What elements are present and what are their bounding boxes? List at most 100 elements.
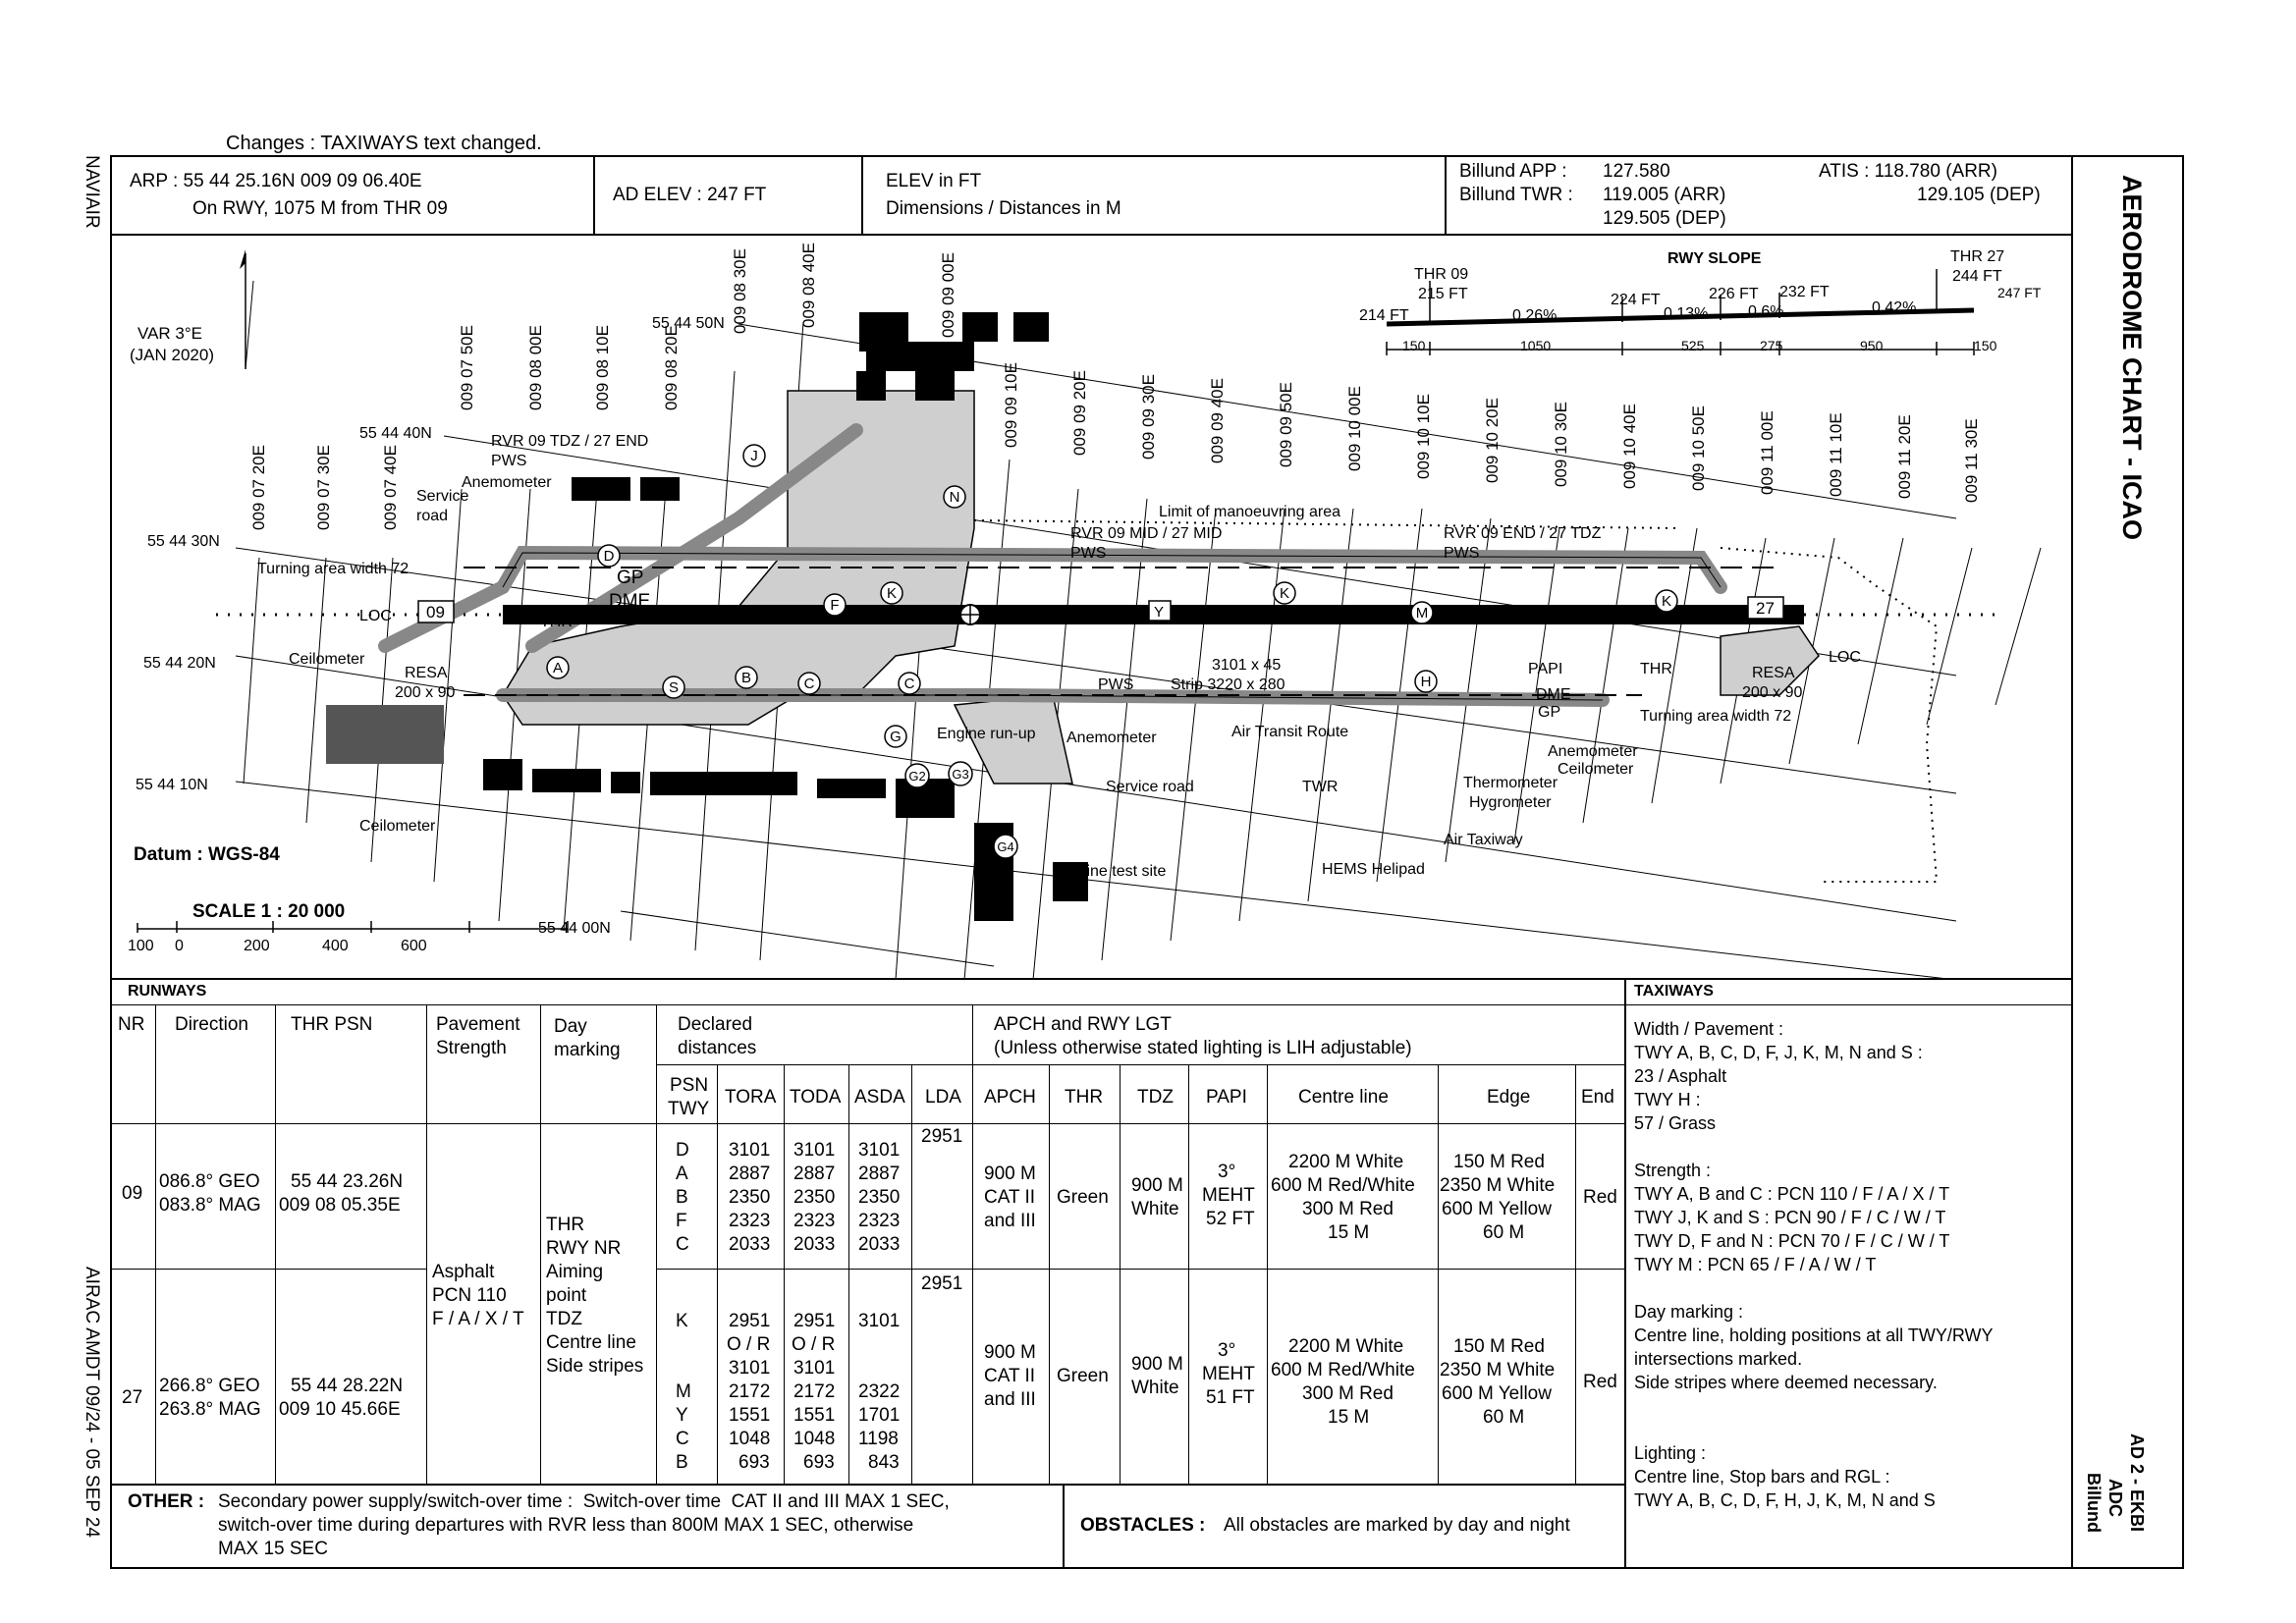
col-line bbox=[1049, 1064, 1050, 1484]
twy-m: M bbox=[1416, 605, 1429, 622]
lon-label: 009 08 20E bbox=[662, 325, 681, 410]
slope-thr27-label: THR 27 bbox=[1950, 248, 2005, 265]
lon-line bbox=[1995, 547, 2042, 706]
col-line bbox=[1438, 1064, 1439, 1484]
lon-label: 009 10 00E bbox=[1345, 386, 1364, 471]
thr-label: THR bbox=[540, 614, 573, 630]
lat-label: 55 44 10N bbox=[136, 777, 208, 793]
lat-line-00n bbox=[620, 910, 995, 967]
slope-elev: 226 FT bbox=[1709, 286, 1759, 302]
rwy09-toda: 2887 bbox=[793, 1163, 836, 1184]
rwy27-toda: 693 bbox=[803, 1452, 835, 1473]
subheader-line bbox=[656, 1064, 1624, 1065]
hdr-pavement: Pavement bbox=[436, 1014, 520, 1035]
ceilometer-label: Ceilometer bbox=[289, 651, 365, 668]
runways-title: RUNWAYS bbox=[128, 983, 207, 1000]
dme-east-label: DME bbox=[1536, 686, 1571, 703]
north-arrow-icon bbox=[240, 249, 246, 269]
col-line bbox=[656, 1004, 657, 1484]
twy-s-circle bbox=[662, 676, 685, 699]
slope-grad: 0.42% bbox=[1872, 299, 1917, 316]
rwy27-toda: 1551 bbox=[793, 1405, 836, 1426]
service-road-label: Service bbox=[416, 488, 469, 505]
rwy09-asda: 2887 bbox=[858, 1163, 901, 1184]
rwy27-tora: O / R bbox=[727, 1334, 771, 1355]
taxiway-info-line: Centre line, Stop bars and RGL : bbox=[1634, 1467, 1890, 1487]
rwy27-tdz: 900 M bbox=[1131, 1354, 1183, 1375]
hygrometer-label: Hygrometer bbox=[1469, 794, 1552, 811]
lon-label: 009 10 50E bbox=[1689, 406, 1708, 491]
lon-label: 009 08 10E bbox=[593, 325, 612, 410]
rwy27-toda: 2172 bbox=[793, 1381, 836, 1402]
arp-line2: On RWY, 1075 M from THR 09 bbox=[192, 198, 448, 219]
rwy-slope-title: RWY SLOPE bbox=[1667, 250, 1762, 267]
arp-line1: ARP : 55 44 25.16N 009 09 06.40E bbox=[130, 171, 422, 191]
col-line bbox=[540, 1004, 541, 1484]
hdr-tdz: TDZ bbox=[1137, 1087, 1174, 1108]
taxiway-info-line: TWY A, B, C, D, F, H, J, K, M, N and S bbox=[1634, 1490, 1936, 1510]
hdr-pavement2: Strength bbox=[436, 1038, 507, 1058]
taxiway-info-line: Strength : bbox=[1634, 1161, 1712, 1180]
rwy09-toda: 3101 bbox=[793, 1140, 836, 1161]
rwy27-twy: Y bbox=[676, 1405, 688, 1426]
scale-tick-100: 100 bbox=[128, 938, 154, 954]
lon-label: 009 07 40E bbox=[381, 445, 400, 530]
col-line bbox=[972, 1004, 973, 1484]
hdr-day: Day bbox=[554, 1016, 587, 1037]
pws-end-label: PWS bbox=[1444, 545, 1480, 562]
building bbox=[1053, 862, 1088, 901]
rwy09-centre: 300 M Red bbox=[1302, 1199, 1394, 1219]
rwy09-papi: 52 FT bbox=[1206, 1209, 1255, 1229]
rwy27-twy: C bbox=[676, 1429, 689, 1449]
rwy09-twy: C bbox=[676, 1234, 689, 1255]
rwy27-tora: 1551 bbox=[729, 1405, 771, 1426]
taxiways-divider bbox=[1624, 978, 1626, 1569]
building bbox=[915, 371, 955, 401]
slope-dist: 150 bbox=[1974, 338, 1997, 353]
other-text3: MAX 15 SEC bbox=[218, 1539, 328, 1559]
rwy-dims-label: 3101 x 45 bbox=[1212, 657, 1282, 674]
twy-c-circle bbox=[898, 672, 921, 695]
day-5: TDZ bbox=[546, 1309, 582, 1329]
chart-frame bbox=[110, 155, 2184, 1569]
slope-elev: 232 FT bbox=[1779, 284, 1830, 300]
header-bottom-line bbox=[110, 1123, 1624, 1124]
engine-test-label: Engine test site bbox=[1059, 863, 1167, 880]
twy-j-circle bbox=[742, 444, 766, 467]
lat-label: 55 44 50N bbox=[652, 315, 725, 332]
side-label-airac: AIRAC AMDT 09/24 - 05 SEP 24 bbox=[82, 1267, 102, 1538]
engine-runup-label: Engine run-up bbox=[937, 726, 1036, 742]
lon-label: 009 09 50E bbox=[1277, 382, 1295, 467]
lon-line bbox=[1238, 508, 1285, 922]
rwy09-tdz: 900 M bbox=[1131, 1175, 1183, 1196]
lon-line bbox=[1857, 537, 1904, 745]
rwy27-centre: 600 M Red/White bbox=[1271, 1360, 1415, 1380]
twy-d-circle bbox=[597, 544, 621, 568]
rwy27-dir-mag: 263.8° MAG bbox=[159, 1399, 261, 1420]
col-line bbox=[717, 1064, 718, 1484]
rwy27-asda: 843 bbox=[868, 1452, 900, 1473]
twy-k: K bbox=[887, 585, 897, 602]
slope-dist: 525 bbox=[1681, 338, 1705, 353]
slope-elev: 214 FT bbox=[1359, 307, 1409, 324]
rwy27-tora: 1048 bbox=[729, 1429, 771, 1449]
rwy09-nr: 09 bbox=[122, 1183, 143, 1204]
header-divider bbox=[110, 234, 2071, 236]
twy-f: F bbox=[830, 597, 839, 614]
twy-f-circle bbox=[823, 593, 847, 617]
taxiway-info-line: Centre line, holding positions at all TW… bbox=[1634, 1325, 1994, 1345]
lon-label: 009 10 30E bbox=[1552, 402, 1570, 487]
lat-label: 55 44 30N bbox=[147, 533, 220, 550]
hdr-psn: PSN bbox=[670, 1075, 709, 1096]
rwy09-asda: 2033 bbox=[858, 1234, 901, 1255]
manoeuvring-limit bbox=[973, 519, 1682, 529]
rwy27-papi: MEHT bbox=[1202, 1364, 1255, 1384]
thr-east-label: THR bbox=[1640, 661, 1672, 677]
slope-thr09-elev: 215 FT bbox=[1418, 286, 1468, 302]
slope-grad: 0.26% bbox=[1512, 307, 1558, 324]
other-label: OTHER : bbox=[128, 1491, 205, 1512]
twr-label: TWR bbox=[1302, 779, 1339, 795]
taxiway-info-line bbox=[1634, 1135, 1994, 1159]
header-col3 bbox=[1445, 155, 1447, 234]
taxiway-info-line bbox=[1634, 1276, 1994, 1300]
